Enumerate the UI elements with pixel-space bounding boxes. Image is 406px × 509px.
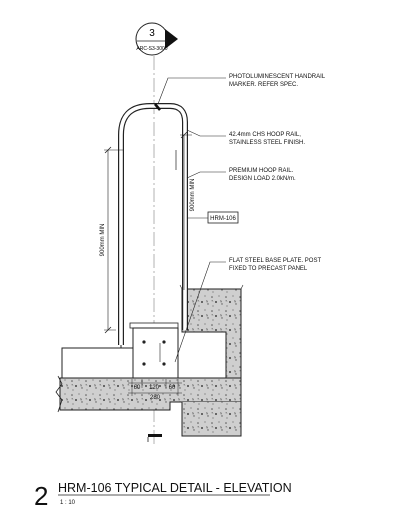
precast-panel	[179, 284, 244, 437]
base-dim-right: 60	[169, 385, 176, 391]
callout-number: 3	[149, 28, 155, 39]
leader-lines	[157, 77, 226, 363]
height-label-inner: 900mm MIN	[190, 179, 196, 212]
note-photoluminescent: PHOTOLUMINESCENT HANDRAIL MARKER. REFER …	[229, 74, 327, 88]
height-dimension-outer: 900mm MIN	[100, 146, 124, 334]
height-dimension-inner: 900mm MIN	[180, 131, 196, 290]
base-dim-mid: 120	[149, 385, 160, 391]
note-design-load: PREMIUM HOOP RAIL. DESIGN LOAD 2.0kN/m.	[229, 168, 296, 182]
detail-title: 2 HRM-106 TYPICAL DETAIL - ELEVATION 1 :…	[34, 481, 292, 509]
cut-marker	[147, 434, 162, 442]
height-label-outer: 900mm MIN	[100, 224, 106, 257]
note-hoop-rail: 42.4mm CHS HOOP RAIL, STAINLESS STEEL FI…	[229, 132, 305, 146]
hoop-rail[interactable]	[118, 103, 188, 348]
title-scale: 1 : 10	[60, 500, 76, 506]
note-base-plate: FLAT STEEL BASE PLATE. POST FIXED TO PRE…	[229, 258, 323, 272]
callout-sheet: ARC-S3-3000	[136, 46, 167, 52]
base-dim-left: 60	[134, 385, 141, 391]
base-dim-total: 280	[150, 395, 161, 401]
title-text: HRM-106 TYPICAL DETAIL - ELEVATION	[58, 481, 292, 495]
section-callout[interactable]: 3 ARC-S3-3000	[135, 22, 178, 56]
hrm-tag[interactable]: HRM-106	[188, 211, 239, 224]
base-dimensions: 60 120 60 280	[128, 379, 182, 401]
hrm-tag-label: HRM-106	[210, 216, 236, 222]
title-number: 2	[34, 481, 48, 509]
base-plate	[132, 327, 179, 379]
